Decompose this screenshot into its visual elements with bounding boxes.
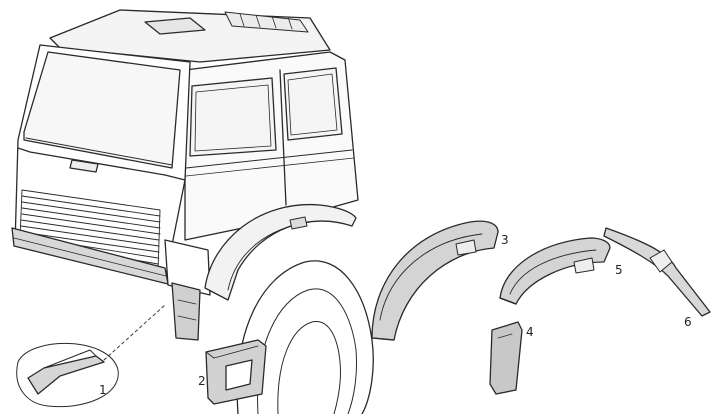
- cab-step-installed: [171, 282, 201, 341]
- wheel: [236, 260, 374, 414]
- callout-2: 2: [198, 374, 206, 388]
- part-2-step: [205, 339, 267, 405]
- headlight-band: [69, 159, 99, 173]
- roof-vent: [144, 17, 206, 35]
- part-1-mudflap-bracket: [16, 304, 166, 408]
- installed-wheel-arch: [204, 203, 357, 301]
- truck-cab: [11, 9, 374, 414]
- callout-4: 4: [526, 325, 534, 339]
- callout-6: 6: [684, 315, 692, 329]
- part-4-mud-flap: [489, 321, 523, 395]
- part-6-fender-trim: [603, 227, 711, 317]
- callout-5: 5: [615, 263, 623, 277]
- callout-3: 3: [501, 233, 509, 247]
- side-window-rear: [283, 67, 343, 141]
- cab-door: [279, 69, 287, 206]
- side-window-front: [189, 77, 277, 157]
- windshield: [23, 51, 181, 169]
- callout-1: 1: [99, 383, 107, 397]
- part-5-medium-wheel-arch: [499, 237, 611, 305]
- part-3-large-wheel-arch: [371, 220, 499, 341]
